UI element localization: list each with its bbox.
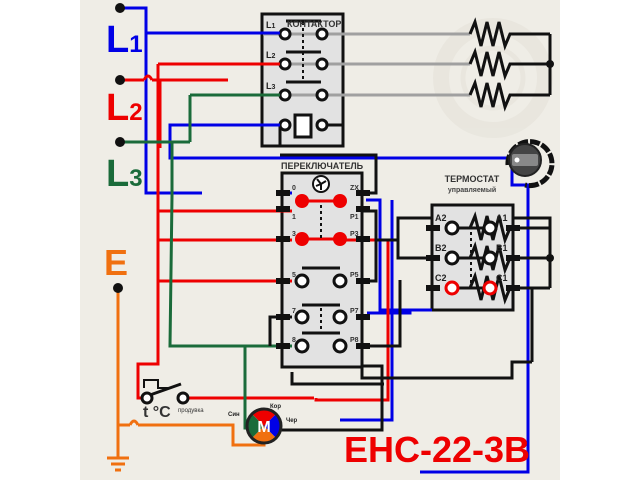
contactor-label-l1: L1 [266,20,276,30]
switch-terminal-zx: ZX [350,185,359,192]
model-title: EHC-22-3B [344,429,530,470]
motor-icon [245,407,283,445]
thermostat-subtitle: управляемый [448,186,496,194]
heater-element-6 [468,271,550,305]
contactor-output-wires [263,32,470,97]
switch-terminal-0: 0 [292,185,296,192]
thermal-switch-symbol: t °C [143,404,171,421]
coil-terminal-in [278,118,292,132]
contactor-terminal-l2-out [315,57,329,71]
contactor-title: КОНТАКТОР [287,19,341,29]
switch-terminal-p5: P5 [350,272,359,279]
phase-label-l1: L1 [106,19,143,61]
thermostat-terminal-c1: C1 [496,273,508,283]
wiring-diagram: L1 L2 L3 E КОНТАКТОР L1 L2 L3 ПЕРЕКЛЮЧАТ… [80,0,560,480]
motor-wire-black-label: Чер [286,418,298,424]
switch-terminal-5: 5 [292,272,296,279]
thermostat-contacts [426,220,520,296]
thermostat-terminal-c2: C2 [435,273,447,283]
thermostat-terminal-a1: A1 [496,213,508,223]
switch-terminal-7: 7 [292,308,296,315]
contactor-label-l3: L3 [266,81,276,91]
terminal-l3 [115,137,125,147]
heater-element-3 [468,78,550,112]
thermostat-terminal-b1: B1 [496,243,508,253]
contactor-contacts [217,19,342,139]
phase-label-l3: L3 [106,153,143,195]
heater-element-4 [468,211,550,245]
diagram-svg: L1 L2 L3 E КОНТАКТОР L1 L2 L3 ПЕРЕКЛЮЧАТ… [104,3,555,474]
motor-wire-blue-label: Син [228,412,240,418]
terminal-e [113,283,123,293]
contactor-terminal-l2-in [278,57,292,71]
thermostat-terminal-a2: A2 [435,213,447,223]
fan-icon [312,175,330,193]
switch-terminal-3: 3 [292,231,296,238]
contactor-coil-icon [293,113,313,139]
earth-label: E [104,242,128,283]
thermostat-terminal-b2: B2 [435,243,447,253]
contactor-terminal-l3-in [278,88,292,102]
heater-element-1 [468,17,550,51]
supply-terminals [113,3,125,293]
rotary-knob-icon [505,139,555,189]
switch-terminal-p8: P8 [350,337,359,344]
contactor-terminal-l3-out [315,88,329,102]
contactor-label-l2: L2 [266,50,276,60]
switch-terminal-p1: P1 [350,214,359,221]
watermark-gear-icon [433,18,553,138]
terminal-l2 [115,75,125,85]
phase-label-l2: L2 [106,87,143,129]
motor-symbol: M [257,419,270,436]
switch-contacts [276,175,370,354]
heater-group-top [468,17,554,112]
terminal-l1 [115,3,125,13]
ground-icon [107,456,129,472]
switch-terminal-8: 8 [292,337,296,344]
contactor-terminal-l1-out [315,27,329,41]
switch-terminal-p7: P7 [350,308,359,315]
switch-terminal-p3: P3 [350,231,359,238]
heater-element-2 [468,47,550,81]
switch-terminal-1: 1 [292,214,296,221]
thermostat-title: ТЕРМОСТАТ [445,174,500,184]
switch-title: ПЕРЕКЛЮЧАТЕЛЬ [281,161,364,171]
thermal-switch-label: продувка [178,408,204,414]
thermal-switch-icon [140,379,190,405]
heater-element-5 [468,241,550,275]
contactor-terminal-l1-in [278,27,292,41]
wire-earth-orange [116,288,266,458]
motor-wire-brown-label: Кор [270,404,281,410]
coil-terminal-out [315,118,329,132]
